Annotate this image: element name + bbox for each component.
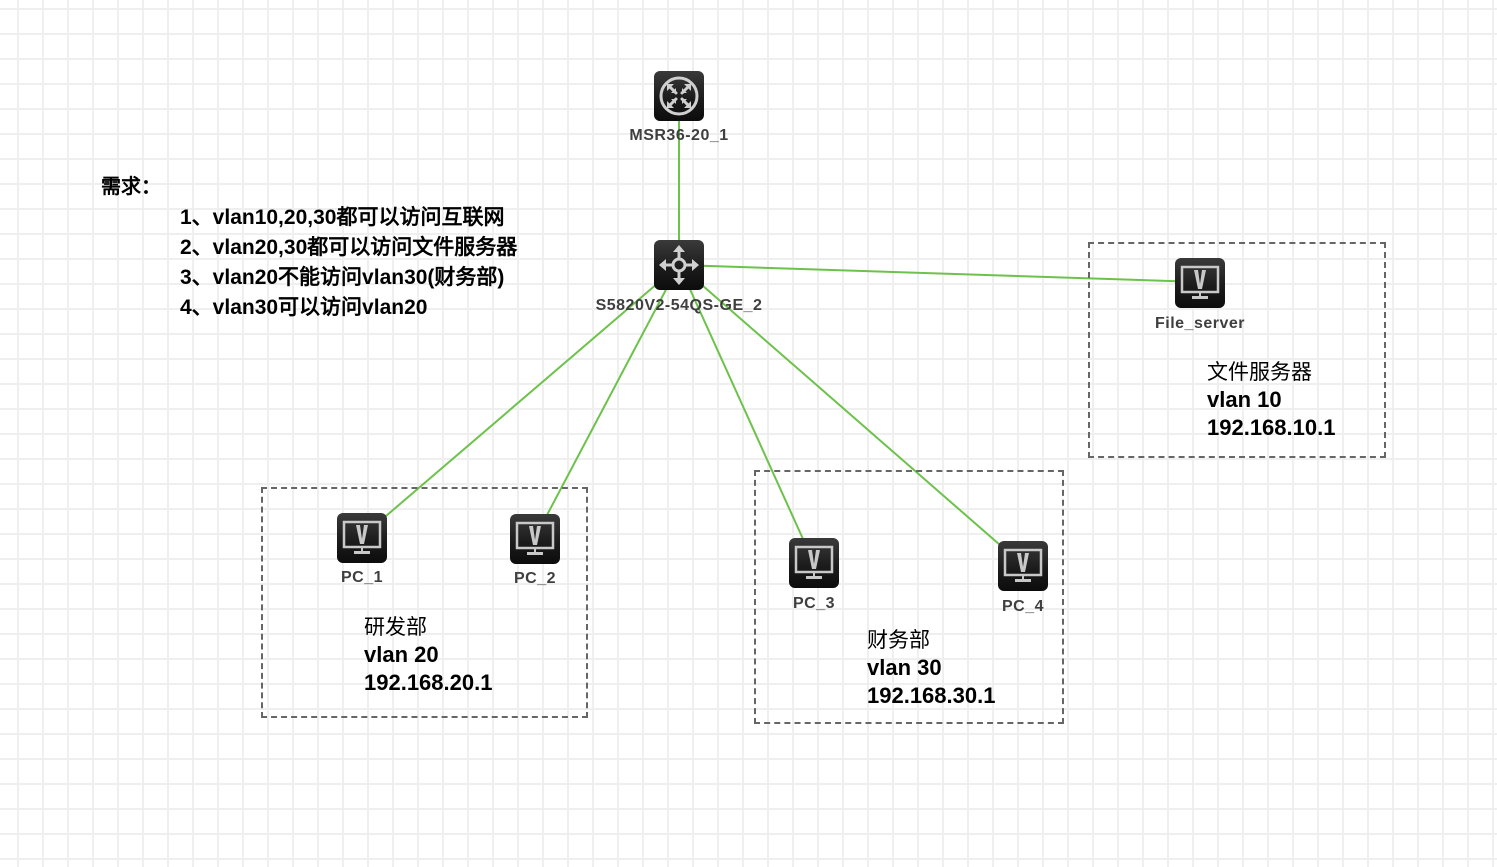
- switch-label: S5820V2-54QS-GE_2: [595, 297, 763, 314]
- link-switch-file_server[interactable]: [678, 264, 1201, 283]
- link-switch-pc4[interactable]: [678, 264, 1001, 546]
- pc-icon[interactable]: [510, 514, 560, 564]
- group-info-rd: 研发部 vlan 20 192.168.20.1: [364, 613, 492, 697]
- group-name: 文件服务器: [1207, 360, 1312, 384]
- group-vlan: vlan 10: [1207, 387, 1282, 412]
- group-name: 财务部: [867, 628, 930, 652]
- requirements-title: 需求：: [101, 174, 161, 198]
- requirement-item-2: 2、vlan20,30都可以访问文件服务器: [180, 236, 518, 259]
- router-icon[interactable]: [654, 71, 704, 121]
- group-box-file-server: [1088, 242, 1386, 458]
- file-server-label: File_server: [1154, 315, 1246, 332]
- node-file-server[interactable]: [1175, 258, 1225, 308]
- requirement-item-3: 3、vlan20不能访问vlan30(财务部): [180, 266, 505, 289]
- link-switch-pc2[interactable]: [546, 264, 680, 516]
- router-label: MSR36-20_1: [629, 127, 729, 144]
- node-pc3[interactable]: [789, 538, 839, 588]
- pc3-label: PC_3: [792, 595, 836, 612]
- requirement-item-1: 1、vlan10,20,30都可以访问互联网: [180, 206, 505, 229]
- link-switch-pc1[interactable]: [385, 264, 680, 517]
- group-box-rd: [261, 487, 588, 718]
- pc2-label: PC_2: [513, 570, 557, 587]
- group-info-finance: 财务部 vlan 30 192.168.30.1: [867, 626, 995, 710]
- group-name: 研发部: [364, 615, 427, 639]
- node-router[interactable]: [654, 71, 704, 121]
- pc-icon[interactable]: [789, 538, 839, 588]
- node-pc2[interactable]: [510, 514, 560, 564]
- pc-icon[interactable]: [998, 541, 1048, 591]
- group-ip: 192.168.30.1: [867, 683, 996, 708]
- node-pc1[interactable]: [337, 513, 387, 563]
- group-vlan: vlan 20: [364, 642, 439, 667]
- requirement-item-4: 4、vlan30可以访问vlan20: [180, 296, 428, 319]
- pc1-label: PC_1: [340, 569, 384, 586]
- group-info-file-server: 文件服务器 vlan 10 192.168.10.1: [1207, 358, 1335, 442]
- pc-icon[interactable]: [337, 513, 387, 563]
- group-vlan: vlan 30: [867, 655, 942, 680]
- node-pc4[interactable]: [998, 541, 1048, 591]
- link-switch-pc3[interactable]: [678, 264, 804, 540]
- group-ip: 192.168.10.1: [1207, 415, 1336, 440]
- switch-icon[interactable]: [654, 240, 704, 290]
- node-switch[interactable]: [654, 240, 704, 290]
- group-box-finance: [754, 470, 1064, 724]
- group-ip: 192.168.20.1: [364, 670, 493, 695]
- pc4-label: PC_4: [1001, 598, 1045, 615]
- pc-icon[interactable]: [1175, 258, 1225, 308]
